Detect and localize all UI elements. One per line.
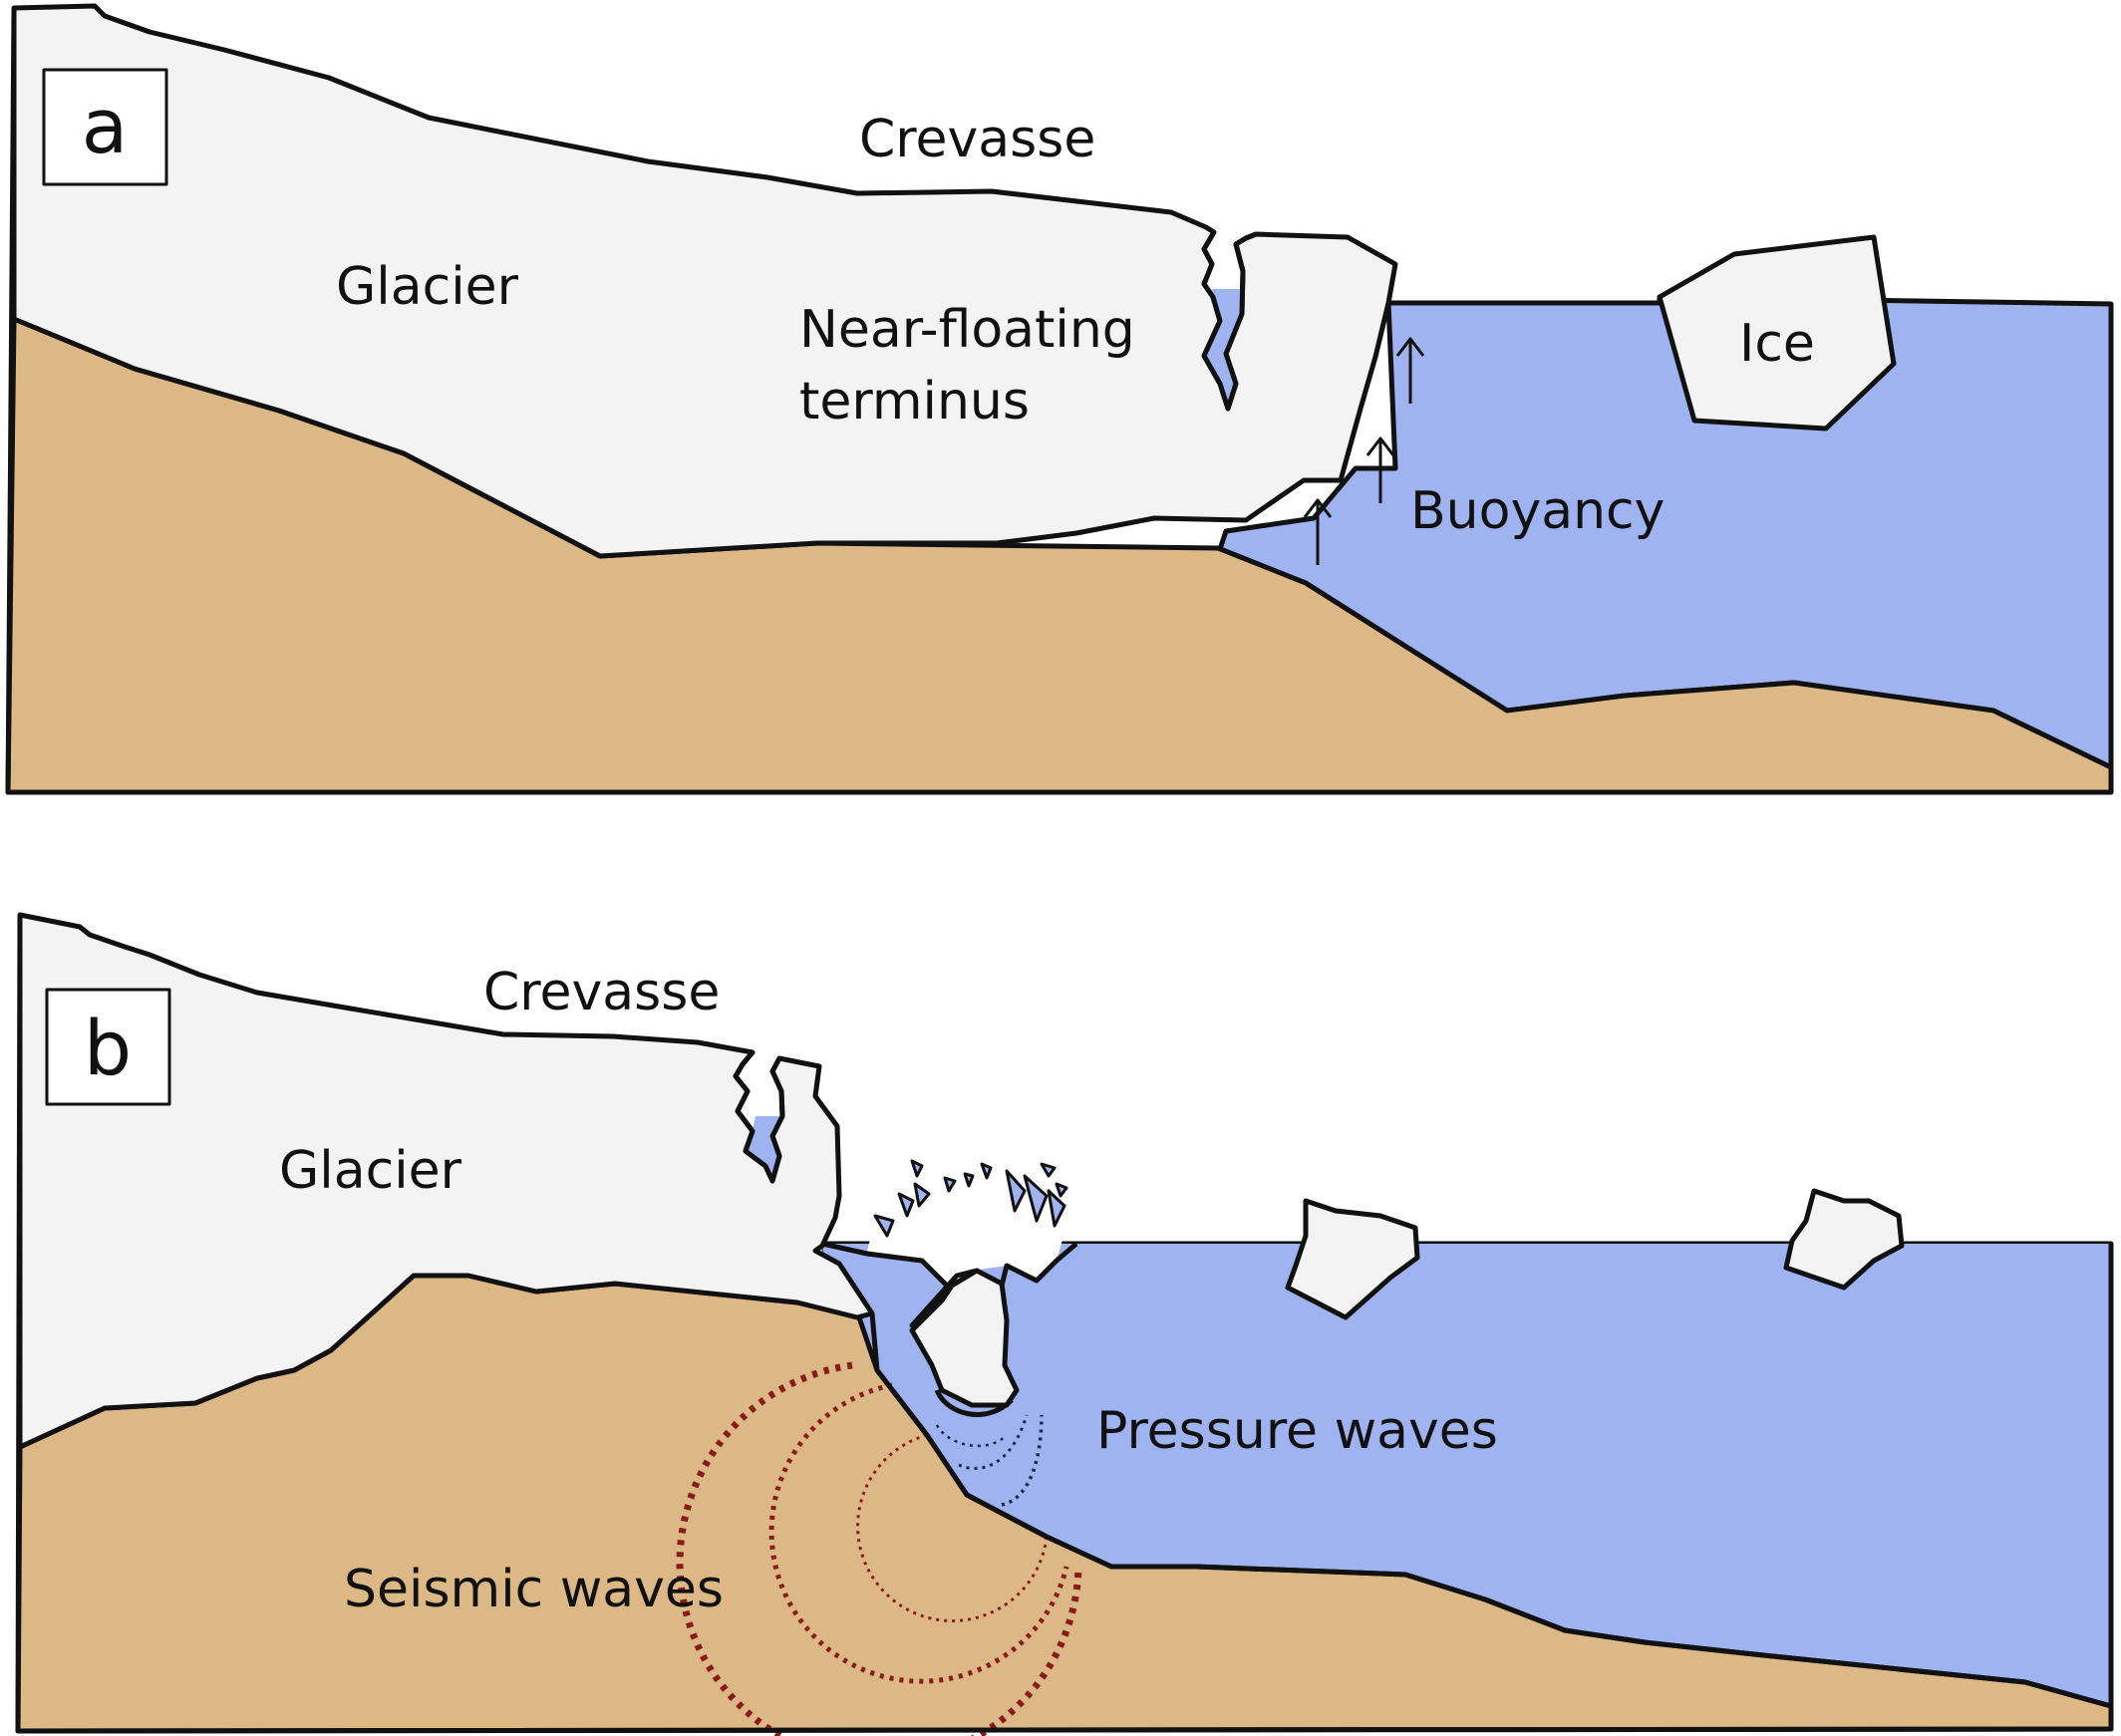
splash-droplet <box>897 1192 915 1218</box>
panel-a-glacier-label: Glacier <box>336 257 519 317</box>
panel-b-iceberg-2 <box>1783 1188 1905 1291</box>
seismic-wave-middle <box>768 1382 1069 1684</box>
seismic-waves <box>676 1361 1082 1736</box>
panel-a-terminus-label-line2: terminus <box>799 372 1030 432</box>
splash-droplet <box>873 1214 895 1238</box>
panel-a-label-box <box>42 68 168 186</box>
panel-a-iceberg <box>1657 234 1897 432</box>
panel-b-frame <box>15 914 2114 1734</box>
panel-a-terminus-label-line1: Near-floating <box>799 300 1135 360</box>
buoyancy-arrows <box>1303 337 1425 565</box>
splash-droplet <box>1023 1174 1049 1223</box>
pressure-wave-middle <box>958 1414 1029 1470</box>
pressure-waves <box>935 1414 1044 1507</box>
panel-b-pressure-waves-label: Pressure waves <box>1096 1401 1498 1461</box>
splash-droplet <box>910 1159 924 1178</box>
splash-droplet <box>963 1172 975 1188</box>
panel-a-crevasse-label: Crevasse <box>859 110 1095 169</box>
buoyancy-arrow-1 <box>1303 498 1333 565</box>
panel-a-label: a <box>82 82 129 170</box>
splash-droplet <box>1005 1169 1027 1213</box>
panel-b-shoreline <box>869 1312 2112 1709</box>
panel-b: b Glacier Crevasse Pressure waves Seismi… <box>15 912 2114 1736</box>
panel-b-glacier-label: Glacier <box>279 1141 462 1201</box>
seismic-wave-outer <box>676 1361 1082 1736</box>
panel-a-crevasse-outline <box>1201 230 1257 412</box>
panel-b-iceberg-1 <box>1285 1198 1420 1320</box>
splash-droplet <box>1047 1189 1066 1228</box>
panel-a-ice-label: Ice <box>1739 314 1815 374</box>
splash-droplet <box>913 1182 931 1208</box>
panel-b-water-fill <box>822 1244 2111 1716</box>
panel-b-splash-droplets <box>873 1159 1068 1238</box>
panel-b-crevasse-outline <box>733 1050 785 1184</box>
panel-b-label: b <box>84 1004 132 1092</box>
panel-b-splash-rim <box>821 1241 1078 1328</box>
panel-b-label-box <box>45 988 171 1106</box>
panel-b-crevasse-label: Crevasse <box>483 963 720 1022</box>
panel-b-ice-block-curve <box>934 1388 1014 1417</box>
splash-droplet <box>1055 1182 1068 1198</box>
panel-a: a Glacier Crevasse Near-floating terminu… <box>5 3 2114 795</box>
buoyancy-arrow-3 <box>1395 337 1425 404</box>
pressure-wave-outer <box>1001 1414 1044 1507</box>
panel-b-seismic-waves-label: Seismic waves <box>344 1560 724 1619</box>
panel-a-buoyancy-label: Buoyancy <box>1410 481 1665 541</box>
splash-droplet <box>980 1162 993 1180</box>
splash-droplet <box>1040 1162 1057 1178</box>
buoyancy-arrow-2 <box>1365 436 1395 503</box>
panel-a-frame <box>5 7 2114 795</box>
splash-droplet <box>943 1176 957 1193</box>
